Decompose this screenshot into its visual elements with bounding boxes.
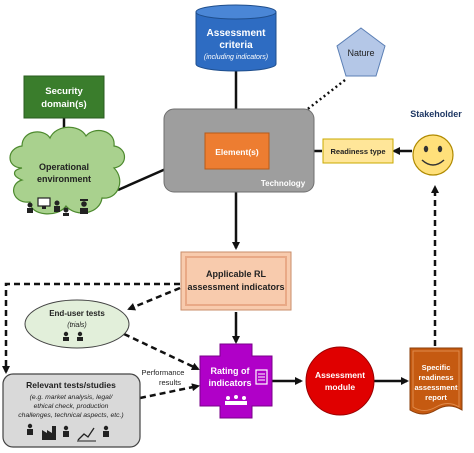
- elements-label: Element(s): [215, 147, 259, 157]
- end-user-tests-line2: (trials): [67, 322, 86, 329]
- dashed-rl-to-end-user: [127, 286, 181, 311]
- readiness-type-box: Readiness type: [322, 138, 394, 164]
- dashed-relevant-to-rating: [139, 383, 200, 400]
- stakeholder-label: Stakeholder: [410, 109, 462, 119]
- computer-icon: [37, 197, 51, 209]
- people-icon: [27, 202, 33, 213]
- chart-icon: [77, 427, 96, 442]
- performance-results-line1: Performance: [142, 368, 185, 377]
- nature-label: Nature: [347, 48, 374, 58]
- people-icon: [63, 425, 69, 437]
- report-line4: report: [425, 393, 447, 402]
- people-icon: [63, 331, 83, 341]
- people-icon: [225, 395, 247, 405]
- stakeholder: Stakeholder: [410, 109, 462, 176]
- readiness-type-label: Readiness type: [330, 147, 385, 156]
- operational-environment-line1: Operational: [39, 162, 89, 172]
- applicable-rl-line2: assessment indicators: [187, 282, 284, 292]
- end-user-tests-ellipse: End-user tests (trials): [24, 299, 130, 349]
- police-icon: [80, 199, 88, 214]
- report-line1: Specific: [422, 363, 451, 372]
- operational-environment-cloud: Operational environment: [9, 126, 126, 216]
- relevant-tests-line4: challenges, technical aspects, etc.): [18, 412, 123, 419]
- people-icon: [27, 423, 33, 435]
- report-box: Specific readiness assessment report: [409, 347, 463, 415]
- relevant-tests-line2: (e.g. market analysis, legal/: [30, 394, 114, 401]
- operational-environment-line2: environment: [37, 174, 91, 184]
- rating-cross: Rating of indicators: [199, 343, 273, 419]
- relevant-tests-line1: Relevant tests/studies: [26, 380, 116, 390]
- relevant-tests-box: Relevant tests/studies (e.g. market anal…: [2, 373, 141, 448]
- assessment-criteria-line3: (including indicators): [204, 54, 268, 61]
- performance-results-label: Performance results: [142, 368, 185, 387]
- technology-label: Technology: [261, 179, 306, 188]
- factory-icon: [42, 426, 56, 440]
- elements-box: Element(s): [204, 132, 270, 170]
- assessment-module-circle: Assessment module: [305, 346, 375, 416]
- dashed-rl-to-relevant-tests: [2, 282, 180, 374]
- people-icon: [54, 200, 69, 216]
- report-line3: assessment: [415, 383, 458, 392]
- assessment-criteria-line1: Assessment: [207, 28, 267, 39]
- report-line2: readiness: [418, 373, 453, 382]
- assessment-criteria-cylinder: Assessment criteria (including indicator…: [195, 4, 277, 72]
- applicable-rl-box: Applicable RL assessment indicators: [180, 251, 292, 311]
- relevant-tests-line3: ethical check, production: [34, 403, 109, 410]
- assessment-module-line1: Assessment: [315, 370, 365, 380]
- security-domains-line1: Security: [45, 86, 83, 97]
- assessment-module-line2: module: [325, 382, 355, 392]
- rating-line2: indicators: [208, 378, 251, 388]
- checklist-icon: [255, 369, 268, 385]
- security-domains-box: Security domain(s): [23, 75, 105, 119]
- performance-results-line2: results: [159, 378, 181, 387]
- smiley-icon: [412, 134, 454, 176]
- security-domains-line2: domain(s): [41, 99, 86, 110]
- assessment-criteria-line2: criteria: [219, 40, 253, 51]
- applicable-rl-line1: Applicable RL: [206, 269, 267, 279]
- rating-line1: Rating of: [211, 366, 251, 376]
- end-user-tests-line1: End-user tests: [49, 309, 105, 318]
- dashed-end-user-to-rating: [123, 332, 200, 371]
- people-icon: [103, 425, 109, 437]
- nature-pentagon: Nature: [336, 27, 386, 77]
